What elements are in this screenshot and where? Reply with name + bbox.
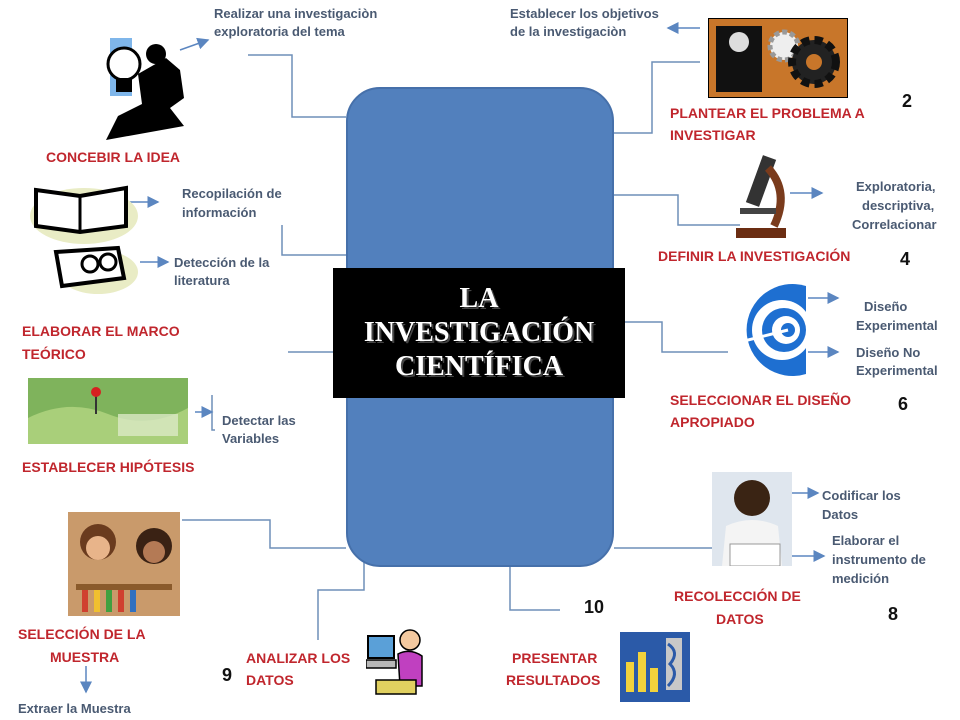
step-establecer-hipotesis: ESTABLECER HIPÓTESIS bbox=[22, 459, 195, 475]
note-objetivos-2: de la investigaciòn bbox=[510, 24, 627, 39]
note-investigacion-exploratoria-1: Realizar una investigaciòn bbox=[214, 6, 378, 21]
chart-icon bbox=[620, 632, 690, 702]
students-icon bbox=[68, 512, 180, 616]
step-concebir-idea: CONCEBIR LA IDEA bbox=[46, 149, 181, 165]
step-number-4: 4 bbox=[900, 249, 911, 269]
step-number-6: 6 bbox=[898, 394, 909, 414]
note-variables-2: Variables bbox=[222, 431, 280, 446]
map-icon bbox=[28, 378, 188, 444]
step-seleccion-muestra-1: SELECCIÓN DE LA bbox=[18, 626, 146, 642]
computer-user-icon bbox=[366, 629, 423, 695]
center-title-line-1: LA bbox=[459, 283, 499, 314]
step-definir-investigacion: DEFINIR LA INVESTIGACIÓN bbox=[658, 248, 851, 264]
note-objetivos-1: Establecer los objetivos bbox=[510, 6, 659, 21]
note-investigacion-exploratoria-2: exploratoria del tema bbox=[214, 24, 345, 39]
center-title-line-3: CIENTÍFICA bbox=[394, 351, 564, 382]
note-variables-1: Detectar las bbox=[222, 413, 296, 428]
book-icon bbox=[30, 185, 138, 294]
gears-icon bbox=[708, 18, 848, 98]
step-number-8: 8 bbox=[888, 604, 899, 624]
step-number-2: 2 bbox=[902, 91, 913, 111]
lightbulb-icon bbox=[106, 38, 184, 140]
step-seleccionar-diseno-2: APROPIADO bbox=[670, 414, 755, 430]
note-deteccion-2: literatura bbox=[174, 273, 230, 288]
step-plantear-problema-2: INVESTIGAR bbox=[670, 127, 756, 143]
note-tipo-3: Correlacionar bbox=[852, 217, 937, 232]
step-seleccion-muestra-2: MUESTRA bbox=[50, 649, 120, 665]
center-title: LA INVESTIGACIÓN CIENTÍFICA bbox=[333, 268, 625, 398]
note-recopilacion-1: Recopilación de bbox=[182, 186, 282, 201]
step-recoleccion-datos-2: DATOS bbox=[716, 611, 764, 627]
step-analizar-datos-1: ANALIZAR LOS bbox=[246, 650, 351, 666]
note-diseno-no-experimental-1: Diseño No bbox=[856, 345, 921, 360]
target-icon bbox=[731, 284, 812, 376]
step-presentar-resultados-2: RESULTADOS bbox=[506, 672, 601, 688]
note-instrumento-1: Elaborar el bbox=[832, 533, 900, 548]
step-presentar-resultados-1: PRESENTAR bbox=[512, 650, 598, 666]
microscope-icon bbox=[736, 155, 786, 238]
step-recoleccion-datos-1: RECOLECCIÓN DE bbox=[674, 588, 801, 604]
note-recopilacion-2: información bbox=[182, 205, 257, 220]
step-analizar-datos-2: DATOS bbox=[246, 672, 294, 688]
step-number-10: 10 bbox=[584, 597, 605, 617]
note-diseno-experimental-1: Diseño bbox=[864, 299, 908, 314]
student-writing-icon bbox=[712, 472, 792, 566]
step-plantear-problema-1: PLANTEAR EL PROBLEMA A bbox=[670, 105, 865, 121]
note-codificar-1: Codificar los bbox=[822, 488, 901, 503]
note-instrumento-3: medición bbox=[832, 571, 890, 586]
step-seleccionar-diseno-1: SELECCIONAR EL DISEÑO bbox=[670, 392, 851, 408]
note-diseno-experimental-2: Experimental bbox=[856, 318, 938, 333]
note-tipo-2: descriptiva, bbox=[862, 198, 935, 213]
step-marco-teorico-2: TEÓRICO bbox=[22, 346, 86, 362]
note-extraer-muestra: Extraer la Muestra bbox=[18, 701, 131, 716]
center-title-line-2: INVESTIGACIÓN bbox=[363, 317, 595, 348]
note-diseno-no-experimental-2: Experimental bbox=[856, 363, 938, 378]
note-deteccion-1: Detección de la bbox=[174, 255, 270, 270]
note-codificar-2: Datos bbox=[822, 507, 859, 522]
note-tipo-1: Exploratoria, bbox=[856, 179, 936, 194]
step-number-9: 9 bbox=[222, 665, 233, 685]
step-marco-teorico-1: ELABORAR EL MARCO bbox=[22, 323, 180, 339]
note-instrumento-2: instrumento de bbox=[832, 552, 926, 567]
